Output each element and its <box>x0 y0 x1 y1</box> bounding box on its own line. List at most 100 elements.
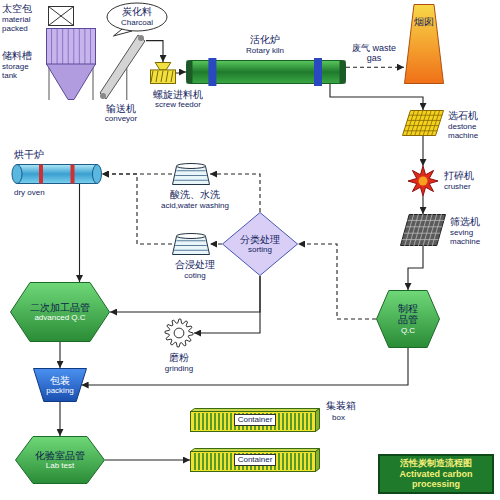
container-rib <box>198 453 200 470</box>
tank-stripe <box>68 29 69 64</box>
shape-outline <box>48 6 74 26</box>
callout-bubble <box>107 3 167 31</box>
kiln-band <box>208 58 216 86</box>
vat-rim <box>177 234 206 239</box>
vat-rim <box>177 164 206 169</box>
flow-arrow <box>422 196 423 214</box>
crusher-star <box>408 166 438 196</box>
node-label: destone machine <box>448 122 498 140</box>
vat-stripe <box>175 245 206 246</box>
dry-oven: 烘干炉dry oven <box>12 164 102 184</box>
container-rib <box>214 453 216 470</box>
gear-hub <box>174 328 184 338</box>
material-bag: 太空包material packed <box>48 6 74 26</box>
node-label: Q.C <box>401 326 415 335</box>
feeder-hopper <box>155 63 171 70</box>
flow-arrow <box>194 276 260 333</box>
shape-outline <box>408 166 438 196</box>
container-box: Container <box>190 448 320 472</box>
container-rib <box>226 453 228 470</box>
flow-arrow <box>59 342 60 368</box>
tank-funnel <box>47 64 96 100</box>
shape-outline <box>402 110 444 136</box>
node-label: 活化炉 <box>225 34 305 46</box>
node-label: 二次加工品管 <box>30 302 90 314</box>
flow-arrow <box>210 243 222 244</box>
hexagon <box>11 283 110 342</box>
tank-stripe <box>51 29 52 64</box>
tank-body <box>47 29 96 65</box>
node-label: material packed <box>2 15 46 33</box>
shape-outline <box>172 233 210 255</box>
grid-line <box>415 110 423 136</box>
rotary-kiln: 活化炉Rotary kiln <box>186 60 346 84</box>
container-rib <box>294 453 296 470</box>
grid-line <box>414 214 423 246</box>
vat-stripe <box>175 175 206 176</box>
chimney-body <box>405 5 444 84</box>
node-label: coting <box>145 271 245 280</box>
storage-tank: 储料槽storage tank <box>46 28 96 100</box>
container-rib <box>202 453 204 470</box>
node-label: dry oven <box>14 188 64 197</box>
node-label: 合浸处理 <box>145 259 245 271</box>
container-rib <box>230 453 232 470</box>
container-rib <box>194 413 196 430</box>
shape-outline <box>150 62 176 84</box>
container-rib <box>286 413 288 430</box>
container-rib <box>294 413 296 430</box>
shape-outline <box>46 28 96 100</box>
flow-arrow <box>59 402 60 436</box>
vat-stripe <box>176 240 205 241</box>
kiln-cap <box>187 61 193 84</box>
bag-cross <box>49 7 74 26</box>
qc-hexagon: 制程品管Q.C <box>376 290 440 348</box>
tank-stripe <box>57 29 58 64</box>
shape-outline <box>12 164 102 184</box>
shape-outline <box>186 60 346 84</box>
container-rib <box>302 453 304 470</box>
tank-stripe <box>90 29 91 64</box>
grid-line <box>423 110 431 136</box>
grid-line <box>423 214 432 246</box>
grid-line <box>428 214 437 246</box>
screw-thread <box>156 71 158 82</box>
container-rib <box>306 413 308 430</box>
container-box: Container <box>190 408 320 432</box>
container-rib <box>306 453 308 470</box>
oven-end <box>12 165 22 184</box>
node-label: Container <box>234 414 277 425</box>
node-label: sorting <box>248 245 272 254</box>
grid-line <box>431 110 439 136</box>
bag-cross <box>49 7 74 26</box>
node-label: packing <box>46 386 74 395</box>
node-label: screw feedor <box>140 100 216 109</box>
node-label: 包装 <box>50 375 70 387</box>
title-box: 活性炭制造流程图 Activated carbon processing <box>378 454 494 494</box>
grid-line <box>432 214 441 246</box>
oven-end <box>93 165 102 184</box>
qc-hexagon: 二次加工品管advanced Q.C <box>10 282 110 342</box>
crusher: 打碎机crusher <box>408 166 438 196</box>
container-rib <box>230 413 232 430</box>
node-label: 打碎机 <box>444 170 496 182</box>
flow-arrow <box>82 348 408 385</box>
flow-arrow <box>346 67 404 68</box>
shape-outline <box>400 214 446 246</box>
washing-vat: 酸洗、水洗acid,water washing <box>172 163 210 185</box>
flow-arrow <box>176 72 186 73</box>
container-rib <box>290 453 292 470</box>
container-rib <box>206 453 208 470</box>
node-label: grinding <box>149 364 209 373</box>
sorting-diamond: 分类处理sorting <box>222 212 298 276</box>
container-rib <box>302 413 304 430</box>
node-label: 化验室品管 <box>35 450 85 462</box>
qc-hexagon: 化验室品管Lab test <box>15 436 105 484</box>
grid-line <box>405 214 414 246</box>
flow-arrow <box>146 41 163 62</box>
node-label: 选石机 <box>448 110 498 122</box>
container-rib <box>226 413 228 430</box>
edge-label: 废气 waste gas <box>351 43 397 64</box>
